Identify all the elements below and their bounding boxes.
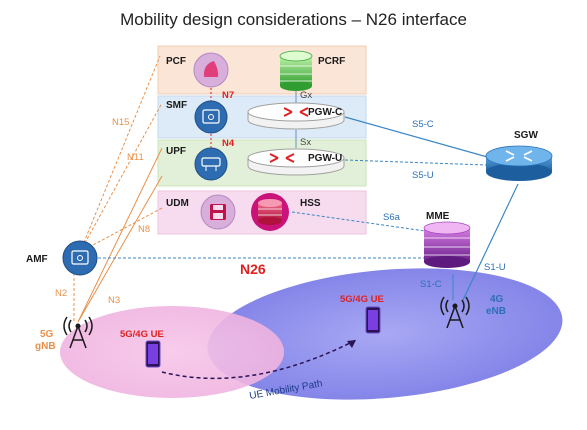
n26-label: N26 [240,261,266,277]
upf-label: UPF [166,146,186,157]
sgw-label: SGW [514,130,538,141]
s1c-label: S1-C [420,279,442,290]
enb-label-line1: 4G [490,294,504,305]
udm-label: UDM [166,198,189,209]
n11-label: N11 [127,152,144,163]
diagram-title: Mobility design considerations – N26 int… [120,10,467,29]
pgwu-node [247,148,345,176]
pgwc-node [247,102,345,130]
gnb-label-line2: gNB [35,341,56,352]
enb-tower-icon [440,296,470,329]
pgwc-label: PGW-C [308,107,342,118]
s5u-label: S5-U [412,170,434,181]
5g-coverage-area [60,306,284,398]
ue-left-label: 5G/4G UE [120,329,164,340]
enb-label-line2: eNB [486,306,506,317]
n4-label: N4 [222,138,235,149]
smf-label: SMF [166,100,187,111]
smf-node [194,100,228,134]
hss-node [251,193,289,231]
sx-label: Sx [300,137,311,148]
s5u-link [344,159,487,166]
pcrf-label: PCRF [318,56,345,67]
n2-label: N2 [55,288,67,299]
ue-right-label: 5G/4G UE [340,294,384,305]
4g-coverage-area [207,268,563,400]
mme-label: MME [426,211,450,222]
s1u-label: S1-U [484,262,506,273]
mme-node [423,221,471,268]
ue-left-phone-icon [145,340,161,368]
amf-label: AMF [26,254,48,265]
amf-icon [71,250,89,265]
n3-label: N3 [108,295,120,306]
s6a-label: S6a [383,212,401,223]
pcf-label: PCF [166,56,186,67]
sgw-node [485,145,553,181]
mobility-arrow-icon [347,340,356,348]
ue-right-phone-icon [365,306,381,334]
amf-control-links [73,55,163,322]
gnb-label-line1: 5G [40,329,54,340]
pcf-band [157,45,367,95]
pcf-icon [203,61,219,77]
gx-label: Gx [300,90,312,101]
user-plane-links [77,147,163,323]
smf-icon [202,109,220,124]
upf-icon [201,157,221,167]
hss-label: HSS [300,198,321,209]
pgwu-label: PGW-U [308,153,342,164]
amf-node [62,240,98,276]
n15-label: N15 [112,117,129,128]
n7-label: N7 [222,90,234,101]
s6a-link [291,211,433,233]
ue-mobility-path [161,339,357,380]
gnb-tower-icon [63,316,93,349]
s5c-link [344,116,499,161]
upf-node [194,147,228,181]
n8-label: N8 [138,224,150,235]
pcrf-node [279,50,313,91]
s1u-link [462,183,519,301]
s5c-label: S5-C [412,119,434,130]
